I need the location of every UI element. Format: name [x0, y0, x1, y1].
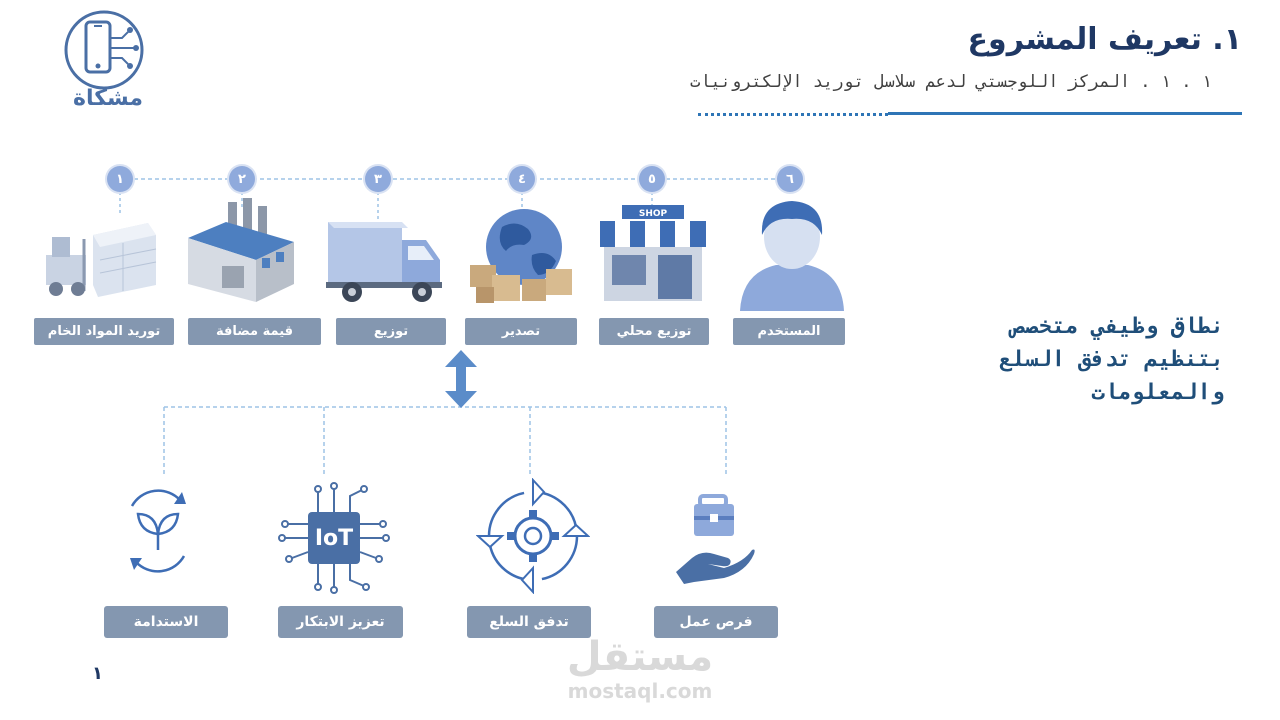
step-label-distribution: توزيع: [336, 318, 446, 345]
benefit-label-job-opportunities: فرص عمل: [654, 606, 778, 638]
step-label-export: تصدير: [465, 318, 577, 345]
shop-icon: SHOP: [600, 205, 706, 301]
step-badge-6: ٦: [777, 166, 803, 192]
page-subtitle: ١ . ١ . المركز اللوجستي لدعم سلاسل توريد…: [689, 72, 1212, 92]
step-badge-2: ٢: [229, 166, 255, 192]
iot-chip-text: IoT: [314, 525, 354, 551]
delivery-truck-icon: [326, 222, 442, 302]
watermark-latin: mostaql.com: [567, 679, 713, 703]
step-label-user: المستخدم: [733, 318, 845, 345]
warehouse-forklift-icon: [46, 223, 157, 297]
header-divider-solid: [888, 112, 1242, 115]
iot-chip-icon: IoT: [278, 482, 390, 594]
double-arrow-icon: [445, 350, 477, 408]
logo: [56, 8, 156, 112]
step-badge-3: ٣: [365, 166, 391, 192]
description-line-2: بتنظيم تدفق السلع: [998, 347, 1224, 372]
page-title: ١. تعريف المشروع: [967, 22, 1242, 57]
benefit-label-goods-flow: تدفق السلع: [467, 606, 591, 638]
gear-cycle-icon: [476, 478, 590, 594]
step-badge-1: ١: [107, 166, 133, 192]
phone-circuit-icon: [64, 10, 144, 90]
job-hand-briefcase-icon: [676, 494, 755, 584]
factory-icon: [188, 198, 294, 302]
step-label-value-added: قيمة مضافة: [188, 318, 321, 345]
globe-packages-icon: [470, 209, 572, 303]
watermark-arabic: مستقل: [566, 634, 714, 680]
page-number: ١: [92, 663, 103, 684]
step-label-raw-materials: توريد المواد الخام: [34, 318, 174, 345]
description-text: نطاق وظيفي متخصص بتنظيم تدفق السلع والمع…: [862, 310, 1224, 409]
description-line-3: والمعلومات: [1091, 380, 1224, 405]
description-line-1: نطاق وظيفي متخصص: [1012, 314, 1224, 339]
benefit-label-sustainability: الاستدامة: [104, 606, 228, 638]
sustainability-leaf-icon: [130, 489, 186, 573]
header-divider-dotted: [698, 113, 888, 116]
logo-text: مشكاة: [72, 86, 144, 111]
benefit-label-innovation: تعزيز الابتكار: [278, 606, 403, 638]
step-badge-4: ٤: [509, 166, 535, 192]
step-badge-5: ٥: [639, 166, 665, 192]
watermark: مستقل mostaql.com: [560, 635, 720, 703]
user-icon: [740, 201, 844, 311]
step-label-local-distribution: توزيع محلي: [599, 318, 709, 345]
shop-sign-text: SHOP: [639, 209, 668, 219]
